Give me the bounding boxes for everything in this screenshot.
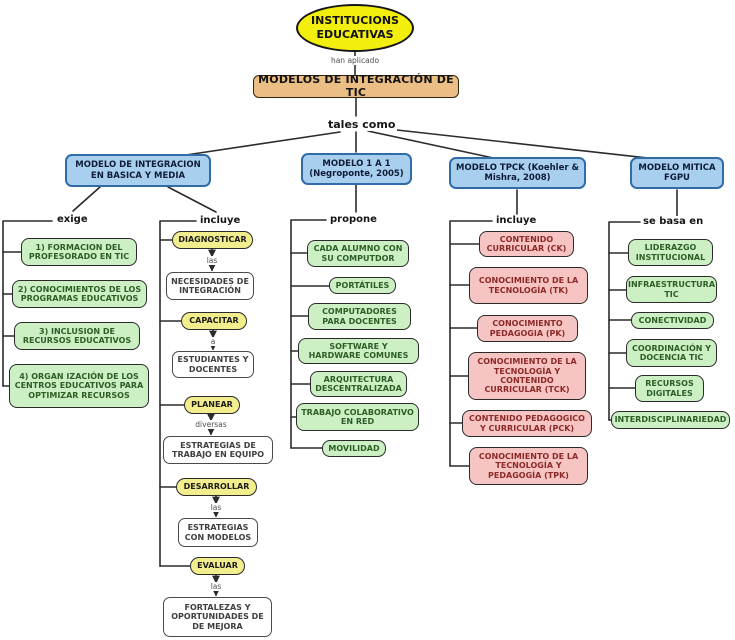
model-node-1a1: MODELO 1 A 1 (Negroponte, 2005) xyxy=(301,153,412,185)
action-node-diagnosticar: DIAGNOSTICAR xyxy=(172,231,253,249)
link-word: diversas xyxy=(193,420,229,429)
foundation-node: INTERDISCIPLINARIEDAD xyxy=(611,411,730,429)
proposal-node: TRABAJO COLABORATIVO EN RED xyxy=(296,403,419,431)
foundation-node: LIDERAZGO INSTITUCIONAL xyxy=(628,239,713,266)
proposal-node: CADA ALUMNO CON SU COMPUTDOR xyxy=(307,240,409,267)
requirement-node: 3) INCLUSION DE RECURSOS EDUCATIVOS xyxy=(14,322,140,350)
link-phrase-tales-como: tales como xyxy=(326,118,398,131)
requirement-node: 1) FORMACION DEL PROFESORADO EN TIC xyxy=(21,238,137,266)
action-node-desarrollar: DESARROLLAR xyxy=(176,478,257,496)
proposal-node: MOVILIDAD xyxy=(322,440,386,457)
foundation-node: INFRAESTRUCTURA TIC xyxy=(626,276,717,303)
component-node: CONOCIMIENTO DE LA TECNOLOGÍA Y CONTENID… xyxy=(468,352,586,400)
component-node: CONTENIDO PEDAGOGICO Y CURRICULAR (PCK) xyxy=(462,410,592,437)
component-node: CONOCIMIENTO PEDAGOGIA (PK) xyxy=(477,315,578,342)
model-node-tpck: MODELO TPCK (Koehler & Mishra, 2008) xyxy=(449,157,586,189)
proposal-node: COMPUTADORES PARA DOCENTES xyxy=(308,303,411,330)
link-word: las xyxy=(208,503,224,512)
connector-propone: propone xyxy=(328,214,379,225)
proposal-node: SOFTWARE Y HARDWARE COMUNES xyxy=(298,338,419,364)
requirement-node: 4) ORGAN IZACIÓN DE LOS CENTROS EDUCATIV… xyxy=(9,364,149,408)
main-node: MODELOS DE INTEGRACIÓN DE TIC xyxy=(253,73,459,98)
connector-incluye-1: incluye xyxy=(198,215,243,226)
link-word: a xyxy=(208,337,218,346)
component-node: CONOCIMIENTO DE LA TECNOLOGÍA (TK) xyxy=(469,267,588,304)
detail-node: NECESIDADES DE INTEGRACIÓN xyxy=(166,272,254,300)
action-node-planear: PLANEAR xyxy=(184,396,240,414)
connector-incluye-2: incluye xyxy=(494,215,539,226)
foundation-node: COORDINACIÓN Y DOCENCIA TIC xyxy=(626,339,717,367)
action-node-evaluar: EVALUAR xyxy=(190,557,245,575)
component-node: CONTENIDO CURRICULAR (CK) xyxy=(479,231,574,257)
detail-node: ESTUDIANTES Y DOCENTES xyxy=(172,351,254,378)
root-node: INSTITUCIONS EDUCATIVAS xyxy=(296,4,414,52)
detail-node: FORTALEZAS Y OPORTUNIDADES DE DE MEJORA xyxy=(163,597,272,637)
component-node: CONOCIMIENTO DE LA TECNOLOGÍA Y PEDAGOGÍ… xyxy=(469,447,588,485)
detail-node: ESTRATEGIAS DE TRABAJO EN EQUIPO xyxy=(163,436,273,464)
foundation-node: RECURSOS DIGITALES xyxy=(635,375,704,402)
model-node-mitica: MODELO MITICA FGPU xyxy=(630,157,724,189)
foundation-node: CONECTIVIDAD xyxy=(631,312,714,329)
requirement-node: 2) CONOCIMIENTOS DE LOS PROGRAMAS EDUCAT… xyxy=(12,280,147,308)
connector-se-basa-en: se basa en xyxy=(641,216,706,227)
detail-node: ESTRATEGIAS CON MODELOS xyxy=(178,518,258,547)
proposal-node: ARQUITECTURA DESCENTRALIZADA xyxy=(310,371,407,397)
link-word: las xyxy=(204,256,220,265)
link-phrase-han-aplicado: han aplicado xyxy=(328,56,382,65)
connector-exige: exige xyxy=(55,214,90,225)
model-node-integracion-basica: MODELO DE INTEGRACION EN BASICA Y MEDIA xyxy=(65,154,211,187)
proposal-node: PORTÁTILES xyxy=(329,277,396,294)
link-word: las xyxy=(208,582,224,591)
action-node-capacitar: CAPACITAR xyxy=(181,312,247,330)
